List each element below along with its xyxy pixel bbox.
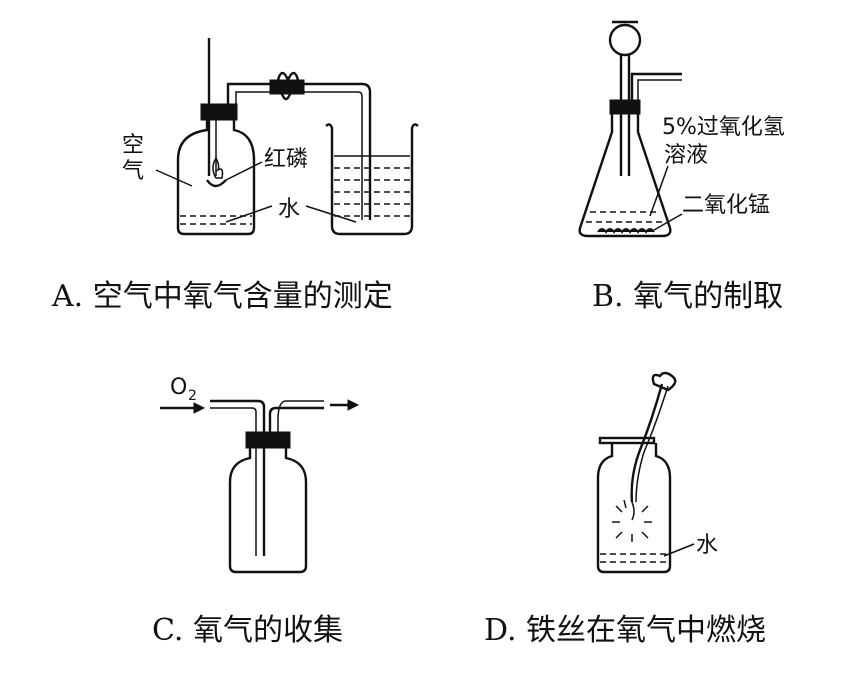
glass-plate (598, 436, 656, 445)
label-peroxide-1: 5%过氧化氢 (662, 115, 785, 140)
gas-bottle-d (596, 443, 672, 574)
gas-bottle-a (176, 120, 256, 236)
clamp-icon (269, 79, 305, 95)
label-peroxide-2: 溶液 (664, 143, 708, 168)
label-air-1: 空 (122, 133, 144, 158)
spark-icon (612, 499, 652, 542)
beaker-water (334, 155, 410, 217)
combustion-spoon (206, 179, 227, 188)
rubber-stopper-c (245, 431, 291, 449)
label-water-a: 水 (278, 197, 300, 222)
label-phosphorus: 红磷 (264, 147, 308, 172)
conical-flask (578, 114, 672, 238)
funnel-bulb (608, 23, 642, 57)
label-mno2: 二氧化锰 (682, 193, 770, 218)
label-gas: O (170, 375, 187, 400)
panel-b-apparatus (578, 20, 683, 238)
iron-wire (630, 383, 664, 503)
rubber-stopper-b (609, 99, 641, 115)
label-water-d: 水 (696, 533, 718, 558)
caption-d: D. 铁丝在氧气中燃烧 (484, 613, 766, 648)
gas-bottle-c (228, 448, 308, 574)
beaker (325, 123, 419, 236)
match-icon (651, 371, 677, 392)
panel-a-apparatus (155, 38, 419, 236)
caption-b: B. 氧气的制取 (592, 279, 783, 314)
inlet-tube (210, 399, 266, 556)
flame-icon (212, 156, 224, 179)
caption-a: A. 空气中氧气含量的测定 (51, 279, 393, 314)
rubber-stopper-a (200, 103, 238, 121)
connecting-tube (226, 82, 372, 220)
label-air-2: 气 (122, 159, 144, 184)
label-gas-sub: 2 (188, 388, 197, 404)
caption-c: C. 氧气的收集 (152, 613, 343, 648)
mno2-particles (597, 228, 655, 234)
outlet-tube (268, 406, 324, 440)
panel-c-apparatus (160, 399, 360, 574)
panel-d-apparatus (596, 371, 695, 574)
